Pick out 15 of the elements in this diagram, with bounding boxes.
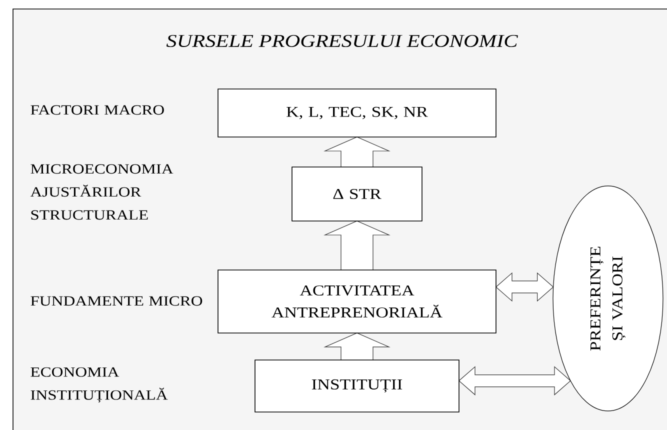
oval: PREFERINȚE ȘI VALORI bbox=[552, 186, 664, 412]
block-arrow bbox=[324, 136, 390, 168]
text-box: INSTITUȚII bbox=[254, 360, 460, 412]
level-label: MICROECONOMIA AJUSTĂRILOR STRUCTURALE bbox=[30, 164, 174, 220]
block-arrow bbox=[324, 332, 390, 360]
level-label: FUNDAMENTE MICRO bbox=[30, 296, 202, 306]
text-box: ACTIVITATEA ANTREPRENORIALĂ bbox=[218, 270, 496, 334]
level-label: ECONOMIA INSTITUȚIONALĂ bbox=[30, 367, 168, 403]
text-box: K, L, TEC, SK, NR bbox=[218, 88, 496, 138]
level-label: FACTORI MACRO bbox=[30, 105, 164, 115]
block-arrow bbox=[324, 220, 390, 270]
title: SURSELE PROGRESULUI ECONOMIC bbox=[166, 34, 518, 48]
text-box: Δ STR bbox=[292, 166, 422, 222]
block-arrow bbox=[496, 272, 554, 302]
block-arrow bbox=[458, 366, 571, 396]
